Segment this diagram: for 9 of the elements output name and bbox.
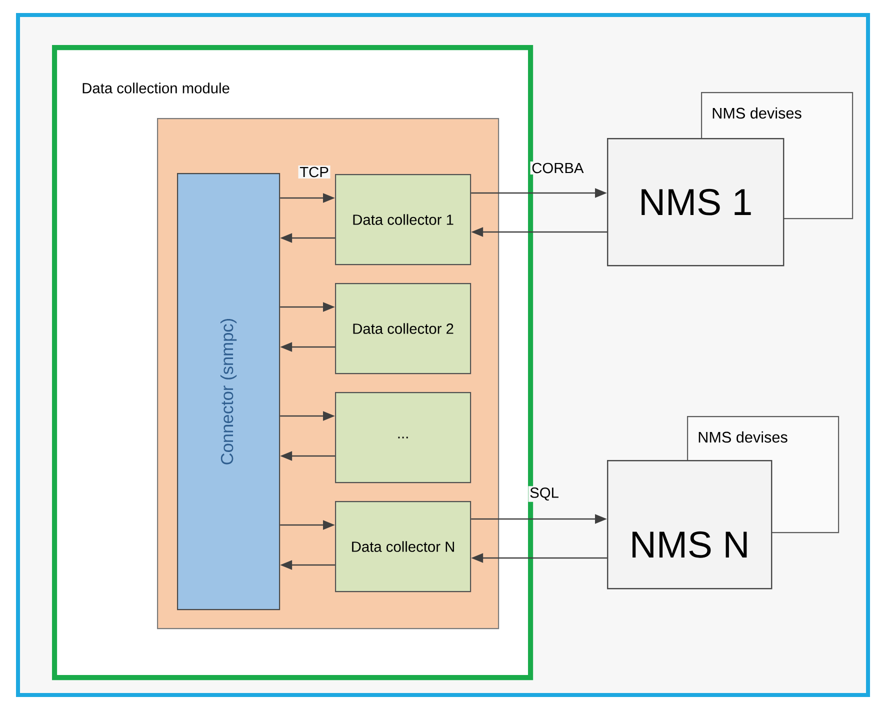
edge-label: CORBA (530, 161, 586, 175)
connector-bar: Connector (snmpc) (177, 173, 280, 610)
nms-box: NMS 1 (607, 138, 784, 266)
nms-box: NMS N (607, 460, 772, 590)
collector-box: ... (335, 392, 472, 484)
collector-box: Data collector 1 (335, 174, 472, 266)
collector-box: Data collector 2 (335, 283, 472, 374)
collector-box: Data collector N (335, 501, 472, 592)
edge-label: SQL (528, 486, 560, 502)
